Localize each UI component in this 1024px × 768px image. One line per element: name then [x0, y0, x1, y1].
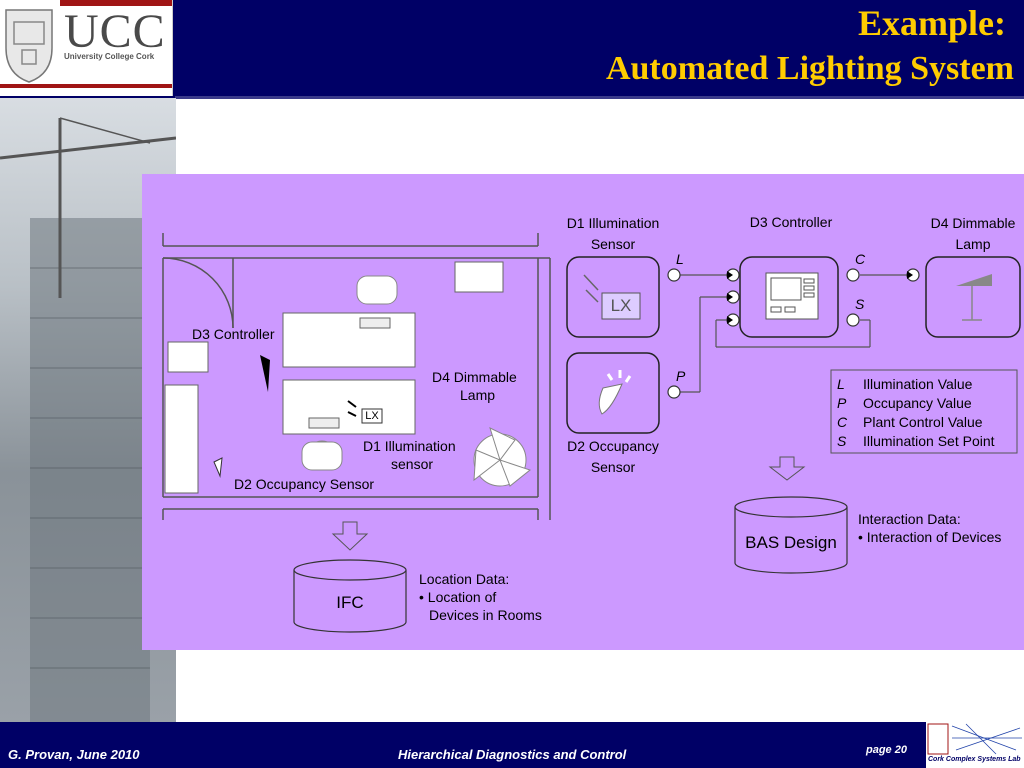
location-data-title: Location Data:: [419, 571, 510, 587]
port-label-c: C: [855, 251, 866, 267]
legend-sym-c: C: [837, 414, 848, 430]
floorplan-lamp-icon: [260, 355, 270, 392]
d2-label-line2: Sensor: [590, 459, 636, 475]
legend-box: [830, 369, 1018, 454]
ifc-flow-arrow: [331, 521, 369, 551]
footer-author: G. Provan, June 2010: [8, 747, 140, 762]
port-label-l: L: [676, 251, 684, 267]
d1-display-text: LX: [610, 296, 632, 315]
floorplan-walls: [162, 233, 551, 520]
logo-subtitle: University College Cork: [64, 52, 155, 61]
d1-label-line2: Sensor: [590, 236, 636, 252]
bas-design-database: [734, 496, 848, 574]
bas-design-label: BAS Design: [745, 533, 837, 552]
floorplan-occupancy-icon: [213, 457, 223, 478]
header-rule: [175, 96, 1024, 99]
floorplan-occupancy-label: D2 Occupancy Sensor: [234, 476, 375, 492]
location-data-item-line1: • Location of: [419, 589, 497, 605]
d4-label-line1: D4 Dimmable: [930, 215, 1016, 231]
port-label-p: P: [676, 368, 686, 384]
port-arrowheads: [727, 271, 913, 324]
ucc-logo: [0, 0, 173, 96]
legend-sym-s: S: [837, 433, 847, 449]
d2-sensor-icon: [598, 383, 623, 415]
d3-controller-icon: [765, 272, 819, 320]
port-label-s: S: [855, 296, 865, 312]
floorplan-furniture: [164, 261, 504, 494]
d3-label: D3 Controller: [749, 214, 833, 230]
logo-underline: [0, 84, 172, 88]
ifc-label: IFC: [336, 593, 364, 612]
footer-page-number: page 20: [866, 744, 907, 756]
logo-red-bar: [60, 0, 172, 6]
floorplan-lamp-label-line2: Lamp: [460, 387, 496, 403]
logo-wordmark: UCC: [64, 5, 166, 58]
floorplan-sensor-label-line2: sensor: [391, 456, 434, 472]
d4-dimmable-lamp-box: [925, 256, 1021, 338]
lab-logo: [926, 722, 1024, 768]
legend-desc-p: Occupancy Value: [863, 395, 972, 411]
floorplan-lx-tag: LX: [365, 410, 379, 422]
lab-network-icon: [927, 723, 1022, 755]
ifc-database: [293, 559, 407, 633]
floorplan-controller-label: D3 Controller: [192, 326, 275, 342]
d2-label-line1: D2 Occupancy: [567, 438, 659, 454]
floorplan-sensor-arrows: [347, 400, 357, 417]
floorplan-sensor-label-line1: D1 Illumination: [363, 438, 456, 454]
d4-lamp-icon: [956, 274, 992, 321]
legend-desc-c: Plant Control Value: [863, 414, 983, 430]
legend-desc-s: Illumination Set Point: [863, 433, 995, 449]
fan-icon: [473, 427, 532, 487]
footer-bar: [0, 722, 1024, 768]
location-data-item-line2: Devices in Rooms: [429, 607, 542, 623]
legend-desc-l: Illumination Value: [863, 376, 973, 392]
slide-title-line1: Example:: [858, 3, 1006, 43]
slide-title-line2: Automated Lighting System: [605, 50, 1014, 87]
d1-label-line1: D1 Illumination: [566, 215, 660, 231]
interaction-data-item: • Interaction of Devices: [858, 529, 1002, 545]
bas-flow-arrow: [768, 456, 806, 481]
floorplan-lamp-label-line1: D4 Dimmable: [432, 369, 517, 385]
interaction-data-title: Interaction Data:: [858, 511, 961, 527]
chair-icons: [301, 275, 398, 471]
footer-course-title: Hierarchical Diagnostics and Control: [398, 747, 627, 762]
lab-name: Cork Complex Systems Lab: [928, 756, 1021, 763]
crane-building-image: [0, 117, 177, 723]
legend-sym-l: L: [837, 376, 845, 392]
d1-lx-display: [601, 292, 641, 320]
d4-label-line2: Lamp: [955, 236, 991, 252]
floorplan-lx-box: [361, 408, 383, 424]
crest-icon: [5, 9, 53, 83]
legend-sym-p: P: [837, 395, 847, 411]
